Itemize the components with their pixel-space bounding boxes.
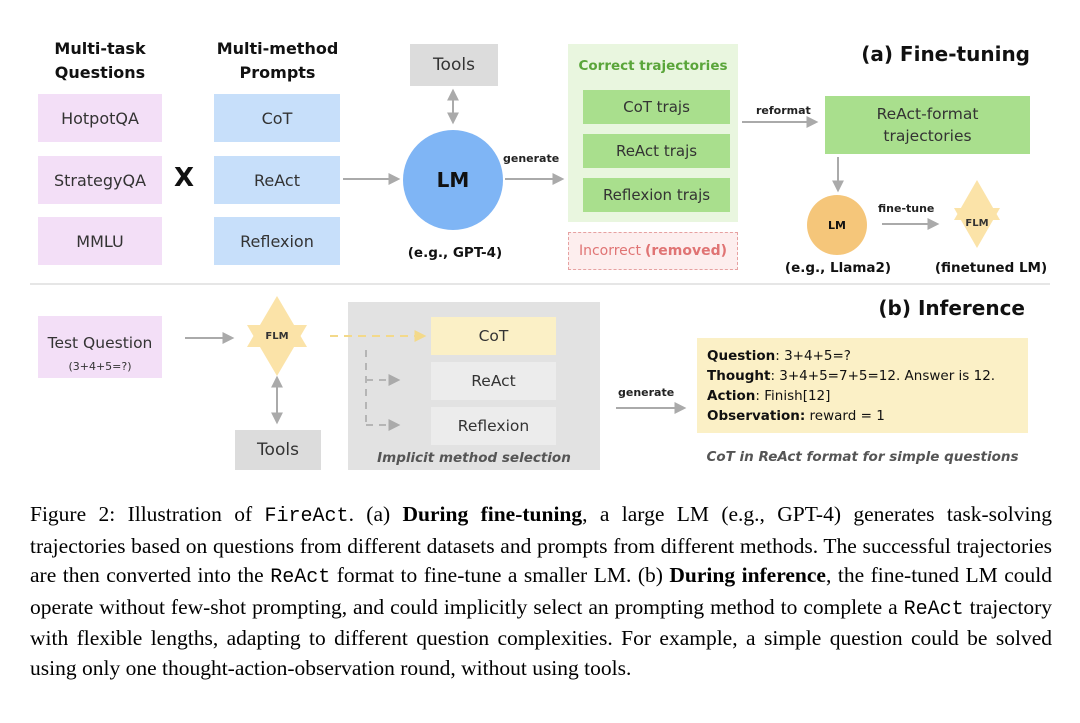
fireact-name: FireAct	[264, 505, 349, 528]
flm-star-top	[954, 180, 1000, 248]
questions-header: Multi-task Questions	[54, 39, 146, 82]
generate-label-top: generate	[503, 152, 560, 165]
output-thought: Thought: 3+4+5=7+5=12. Answer is 12.	[707, 368, 996, 384]
flm-label-inference: FLM	[265, 331, 289, 342]
finetune-section-title: (a) Fine-tuning	[861, 42, 1030, 66]
test-question-box: Test Question (3+4+5=?)	[38, 316, 162, 378]
implicit-method-selection-caption: Implicit method selection	[377, 450, 571, 466]
question-mmlu: MMLU	[38, 217, 162, 265]
small-lm-example: (e.g., Llama2)	[784, 260, 892, 276]
prompt-react: ReAct	[214, 156, 340, 204]
test-question-label: Test Question	[47, 334, 153, 352]
tools-box-top: Tools	[410, 44, 498, 86]
question-strategyqa: StrategyQA	[38, 156, 162, 204]
traj-cot: CoT trajs	[583, 90, 730, 124]
method-react: ReAct	[431, 362, 556, 400]
incorrect-trajectories: Incorrect (removed)	[568, 232, 738, 270]
method-branch-lines	[365, 350, 401, 431]
inference-section-title: (b) Inference	[878, 296, 1025, 320]
prompt-reflexion: Reflexion	[214, 217, 340, 265]
incorrect-removed: (removed)	[644, 243, 728, 259]
react-format-trajectories: ReAct-format trajectories	[825, 96, 1030, 154]
react-output-box: Question: 3+4+5=? Thought: 3+4+5=7+5=12.…	[697, 338, 1028, 433]
output-observation: Observation: reward = 1	[707, 408, 885, 424]
reformat-label: reformat	[756, 104, 811, 117]
method-cot: CoT	[431, 317, 556, 355]
prompts-header: Multi-method Prompts	[216, 39, 339, 82]
traj-reflexion: Reflexion trajs	[583, 178, 730, 212]
finetune-label: fine-tune	[878, 202, 935, 215]
small-lm-label: LM	[828, 219, 846, 232]
small-lm-circle	[807, 195, 867, 255]
figure-caption: Figure 2: Illustration of FireAct. (a) D…	[30, 502, 1052, 680]
react-name-2: ReAct	[903, 597, 964, 621]
lm-circle	[403, 130, 503, 230]
test-question-example: (3+4+5=?)	[68, 360, 132, 373]
prompt-cot: CoT	[214, 94, 340, 142]
lm-label: LM	[436, 168, 470, 192]
flm-label-top: FLM	[965, 218, 989, 229]
flm-caption: (finetuned LM)	[934, 260, 1048, 276]
output-caption: CoT in ReAct format for simple questions	[706, 449, 1019, 465]
lm-example: (e.g., GPT-4)	[407, 245, 503, 261]
question-hotpotqa: HotpotQA	[38, 94, 162, 142]
generate-label-inference: generate	[618, 386, 675, 399]
incorrect-prefix: Incorrect	[578, 243, 641, 259]
correct-trajectories-header: Correct trajectories	[578, 58, 728, 74]
react-name-1: ReAct	[270, 566, 331, 589]
flm-star-inference	[247, 296, 307, 376]
method-reflexion: Reflexion	[431, 407, 556, 445]
output-action: Action: Finish[12]	[707, 388, 831, 404]
tools-box-inference: Tools	[235, 430, 321, 470]
output-question: Question: 3+4+5=?	[707, 348, 851, 364]
traj-react: ReAct trajs	[583, 134, 730, 168]
times-symbol: X	[173, 163, 195, 193]
